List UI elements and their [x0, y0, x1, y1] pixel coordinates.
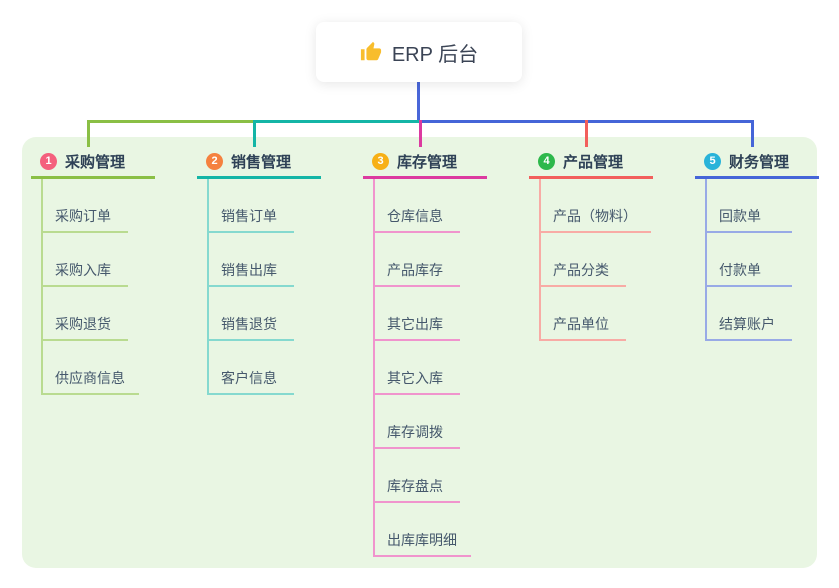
child-node[interactable]: 产品单位 [541, 287, 689, 341]
child-label: 采购入库 [43, 260, 128, 287]
branch-header[interactable]: 4 产品管理 [529, 146, 653, 179]
branch-number-badge: 2 [206, 152, 223, 170]
child-node[interactable]: 销售退货 [209, 287, 357, 341]
child-label: 出库库明细 [375, 530, 471, 557]
branch-children: 回款单付款单结算账户 [695, 179, 839, 341]
child-node[interactable]: 其它入库 [375, 341, 523, 395]
branches-panel [22, 137, 817, 568]
branch-header[interactable]: 2 销售管理 [197, 146, 321, 179]
child-label: 付款单 [707, 260, 792, 287]
branch-trunk-line [705, 179, 707, 341]
branch-children: 产品（物料） 产品分类产品单位 [529, 179, 689, 341]
branch-4: 4 产品管理 产品（物料） 产品分类产品单位 [529, 146, 689, 341]
child-label: 销售退货 [209, 314, 294, 341]
thumbs-up-icon [360, 41, 382, 63]
child-node[interactable]: 结算账户 [707, 287, 839, 341]
child-label: 采购订单 [43, 206, 128, 233]
branch-number-badge: 1 [40, 152, 57, 170]
connector-h-segment [253, 120, 422, 123]
child-node[interactable]: 采购入库 [43, 233, 191, 287]
child-label: 销售出库 [209, 260, 294, 287]
child-node[interactable]: 库存调拨 [375, 395, 523, 449]
child-label: 结算账户 [707, 314, 792, 341]
branch-trunk-line [41, 179, 43, 395]
child-label: 客户信息 [209, 368, 294, 395]
child-node[interactable]: 产品分类 [541, 233, 689, 287]
branch-label: 采购管理 [65, 153, 126, 171]
root-node[interactable]: ERP 后台 [316, 22, 522, 82]
child-node[interactable]: 采购退货 [43, 287, 191, 341]
root-connector-line [417, 82, 420, 123]
child-label: 仓库信息 [375, 206, 460, 233]
branch-header[interactable]: 3 库存管理 [363, 146, 487, 179]
child-node[interactable]: 产品库存 [375, 233, 523, 287]
branch-label: 财务管理 [729, 153, 790, 171]
branch-1: 1 采购管理 采购订单采购入库采购退货供应商信息 [31, 146, 191, 395]
connector-drop [751, 120, 754, 147]
child-label: 产品（物料） [541, 206, 651, 233]
branch-3: 3 库存管理 仓库信息产品库存其它出库其它入库库存调拨库存盘点出库库明细 [363, 146, 523, 557]
child-label: 产品分类 [541, 260, 626, 287]
child-label: 采购退货 [43, 314, 128, 341]
child-label: 供应商信息 [43, 368, 139, 395]
connector-drop [253, 120, 256, 147]
branch-number-badge: 3 [372, 152, 389, 170]
child-node[interactable]: 付款单 [707, 233, 839, 287]
child-label: 其它出库 [375, 314, 460, 341]
branch-children: 销售订单销售出库销售退货客户信息 [197, 179, 357, 395]
connector-h-segment [87, 120, 256, 123]
branch-header[interactable]: 1 采购管理 [31, 146, 155, 179]
child-label: 产品库存 [375, 260, 460, 287]
child-label: 销售订单 [209, 206, 294, 233]
connector-drop [419, 120, 422, 147]
child-label: 产品单位 [541, 314, 626, 341]
branch-children: 仓库信息产品库存其它出库其它入库库存调拨库存盘点出库库明细 [363, 179, 523, 557]
child-node[interactable]: 仓库信息 [375, 179, 523, 233]
branch-5: 5 财务管理 回款单付款单结算账户 [695, 146, 839, 341]
branch-header[interactable]: 5 财务管理 [695, 146, 819, 179]
branch-label: 产品管理 [563, 153, 624, 171]
child-node[interactable]: 客户信息 [209, 341, 357, 395]
child-node[interactable]: 采购订单 [43, 179, 191, 233]
branch-label: 销售管理 [231, 153, 292, 171]
branch-trunk-line [207, 179, 209, 395]
connector-drop [585, 120, 588, 147]
root-title: ERP 后台 [391, 43, 479, 66]
child-node[interactable]: 库存盘点 [375, 449, 523, 503]
child-label: 库存盘点 [375, 476, 460, 503]
child-label: 回款单 [707, 206, 792, 233]
child-node[interactable]: 其它出库 [375, 287, 523, 341]
child-node[interactable]: 销售订单 [209, 179, 357, 233]
child-node[interactable]: 回款单 [707, 179, 839, 233]
branch-label: 库存管理 [397, 153, 458, 171]
branch-number-badge: 5 [704, 152, 721, 170]
branch-number-badge: 4 [538, 152, 555, 170]
child-node[interactable]: 产品（物料） [541, 179, 689, 233]
connector-drop [87, 120, 90, 147]
child-label: 其它入库 [375, 368, 460, 395]
child-node[interactable]: 出库库明细 [375, 503, 523, 557]
child-label: 库存调拨 [375, 422, 460, 449]
branch-trunk-line [539, 179, 541, 341]
branch-2: 2 销售管理 销售订单销售出库销售退货客户信息 [197, 146, 357, 395]
child-node[interactable]: 销售出库 [209, 233, 357, 287]
child-node[interactable]: 供应商信息 [43, 341, 191, 395]
branch-trunk-line [373, 179, 375, 557]
branch-children: 采购订单采购入库采购退货供应商信息 [31, 179, 191, 395]
